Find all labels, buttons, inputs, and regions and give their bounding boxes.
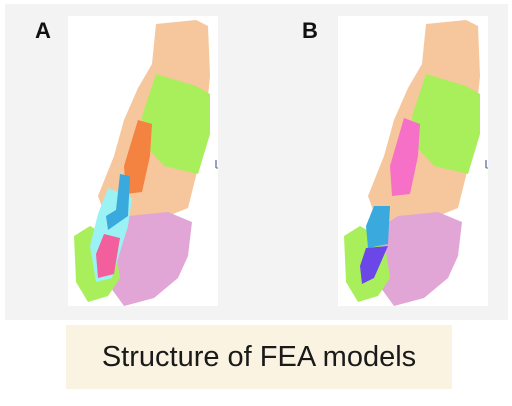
implant-body (124, 120, 152, 194)
panel-a-label: A (35, 18, 51, 43)
panel-b-model (338, 16, 488, 306)
fea-model-a-illustration (74, 20, 218, 306)
green-bone-region (142, 74, 210, 174)
crown-core (360, 246, 388, 284)
green-bone-region (412, 74, 480, 174)
panel-b-label: B (302, 18, 318, 43)
crown-core (96, 234, 120, 278)
fea-model-b-illustration (344, 20, 488, 306)
implant-body (390, 118, 420, 196)
soft-tissue-region (376, 212, 462, 306)
figure-container: A B (5, 4, 508, 320)
caption-box: Structure of FEA models (66, 325, 452, 389)
caption-text: Structure of FEA models (101, 340, 417, 373)
soft-tissue-region (106, 212, 192, 306)
abutment (366, 206, 390, 248)
abutment (106, 174, 130, 230)
panel-a-model (68, 16, 218, 306)
